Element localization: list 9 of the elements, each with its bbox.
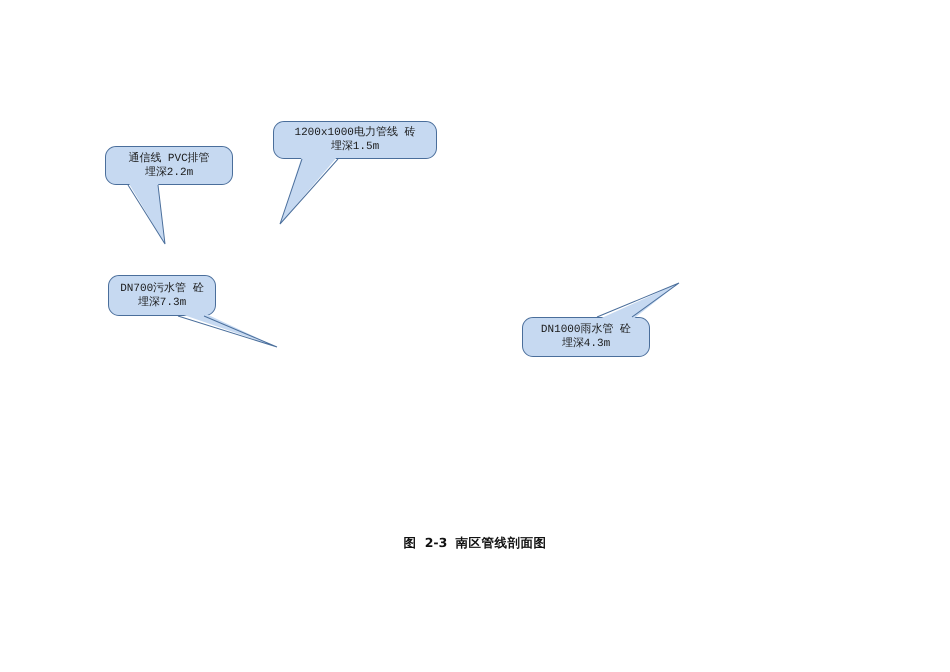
- callout-text: 1200x1000电力管线 砖: [294, 126, 416, 140]
- callout-text: 埋深2.2m: [144, 166, 194, 180]
- callout-text: 埋深7.3m: [138, 296, 186, 310]
- callout-text: 埋深1.5m: [330, 140, 380, 154]
- callout-text: DN1000雨水管 砼: [540, 323, 632, 337]
- figure-caption: 图 2-3 南区管线剖面图: [404, 535, 546, 550]
- callout-text: DN700污水管 砼: [120, 282, 204, 296]
- callout-text: 通信线 PVC排管: [128, 152, 210, 166]
- callout-text: 埋深4.3m: [562, 337, 610, 351]
